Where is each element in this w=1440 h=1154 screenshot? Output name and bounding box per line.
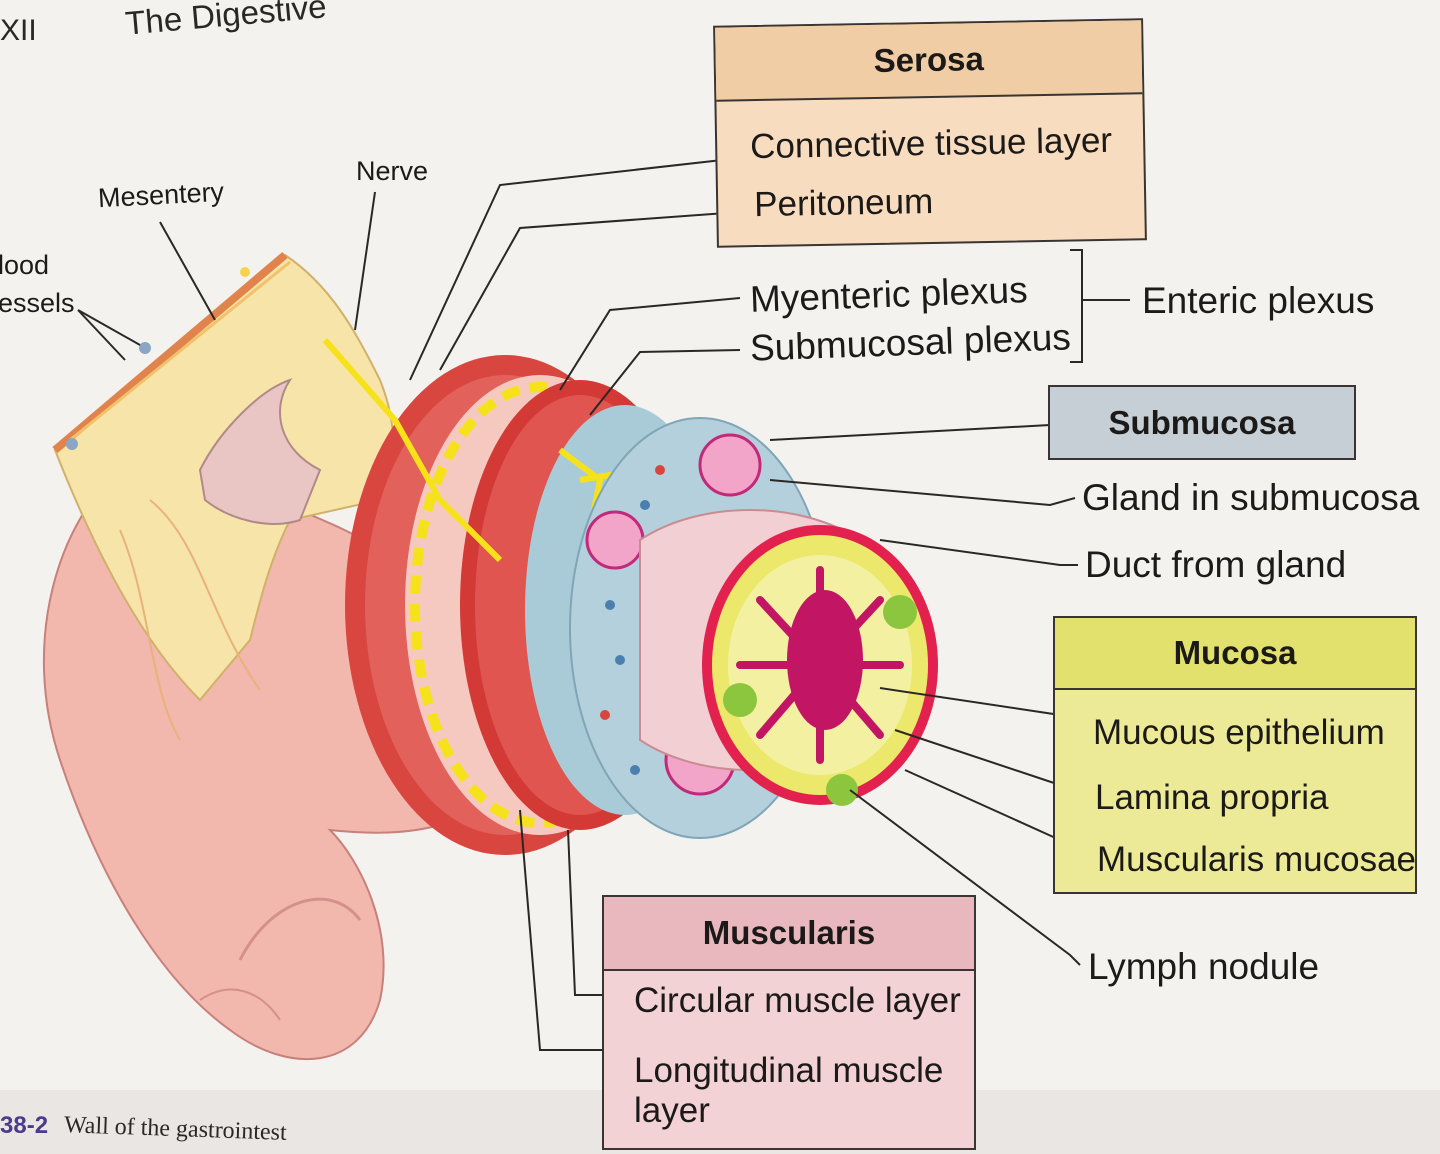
- leader-submucosa: [769, 424, 1051, 441]
- serosa-title: Serosa: [715, 20, 1143, 102]
- muscularis-title: Muscularis: [604, 897, 974, 971]
- mucosa-item-epithelium: Mucous epithelium: [1093, 713, 1385, 752]
- label-lymph-nodule: Lymph nodule: [1088, 946, 1320, 987]
- leader-longitudinal-muscle: [519, 809, 625, 1051]
- muscularis-item-circular: Circular muscle layer: [634, 981, 961, 1020]
- leader-gland: [769, 479, 1076, 507]
- leader-lymph-nodule: [849, 789, 1081, 966]
- leader-submucosal-plexus: [589, 349, 741, 416]
- leader-mesentery: [159, 221, 216, 321]
- leader-myenteric: [559, 297, 741, 391]
- label-enteric-plexus: Enteric plexus: [1142, 280, 1375, 321]
- label-gland-in-submucosa: Gland in submucosa: [1082, 477, 1420, 518]
- leader-nerve: [354, 191, 376, 331]
- leader-peritoneum: [439, 211, 741, 371]
- submucosa-box: Submucosa: [1048, 385, 1356, 460]
- chapter-mark: XII: [0, 14, 37, 47]
- label-blood-vessels-2: essels: [0, 288, 75, 318]
- label-nerve: Nerve: [356, 156, 429, 186]
- serosa-flap: [198, 378, 322, 525]
- leader-blood-vessels-b: [77, 309, 126, 361]
- leader-connective-tissue: [409, 157, 741, 381]
- muscularis-box: Muscularis Circular muscle layer Longitu…: [602, 895, 976, 1150]
- lumen: [787, 590, 863, 730]
- leader-blood-vessels-a: [77, 309, 141, 346]
- mucosa-item-lamina-propria: Lamina propria: [1095, 778, 1329, 817]
- muscularis-item-layer: layer: [634, 1091, 710, 1130]
- label-blood-vessels-1: lood: [0, 250, 50, 280]
- mucosa-box: Mucosa Mucous epithelium Lamina propria …: [1053, 616, 1417, 894]
- lymph-nodule-shape: [883, 595, 917, 629]
- mucosa-cross-section: [702, 525, 938, 806]
- mucosa-title: Mucosa: [1055, 618, 1415, 690]
- mucosa-item-muscularis-mucosae: Muscularis mucosae: [1097, 840, 1416, 879]
- caption-number: 38-2: [0, 1112, 49, 1139]
- nerve-fiber: [322, 338, 503, 563]
- serosa-box: Serosa Connective tissue layer Peritoneu…: [713, 18, 1147, 248]
- label-duct-from-gland: Duct from gland: [1085, 544, 1347, 585]
- muscularis-item-longitudinal: Longitudinal muscle: [634, 1051, 944, 1090]
- leader-duct: [879, 539, 1078, 566]
- label-mesentery: Mesentery: [97, 176, 225, 214]
- enteric-bracket: [1070, 249, 1083, 363]
- submucosa-title: Submucosa: [1050, 387, 1354, 458]
- serosa-item-connective: Connective tissue layer: [749, 120, 1113, 167]
- serosa-item-peritoneum: Peritoneum: [753, 181, 934, 225]
